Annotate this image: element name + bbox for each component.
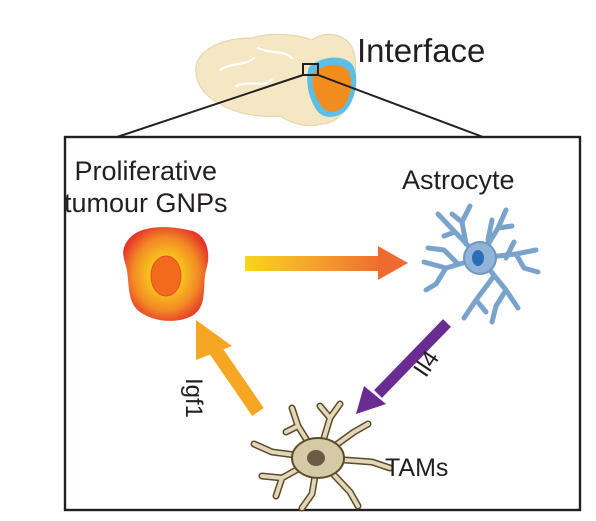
il4-arrow xyxy=(356,319,451,414)
igf1-arrow xyxy=(196,320,264,416)
macrophage-icon xyxy=(250,400,394,512)
interface-label: Interface xyxy=(357,32,486,69)
igf1-label: Igf1 xyxy=(180,378,207,419)
gnp-to-astrocyte-arrow xyxy=(245,246,408,280)
zoom-line-left xyxy=(116,74,304,138)
brain-sagittal-icon xyxy=(195,33,357,127)
zoom-line-right xyxy=(317,74,484,138)
proliferative-gnps-label: Proliferative tumour GNPs xyxy=(64,156,228,220)
astrocyte-icon xyxy=(421,203,541,325)
tumour-cell-icon xyxy=(123,227,209,321)
proliferative-line1: Proliferative xyxy=(74,156,218,186)
astrocyte-label: Astrocyte xyxy=(402,165,515,195)
tams-label: TAMs xyxy=(385,454,449,482)
proliferative-line2: tumour GNPs xyxy=(64,187,228,218)
